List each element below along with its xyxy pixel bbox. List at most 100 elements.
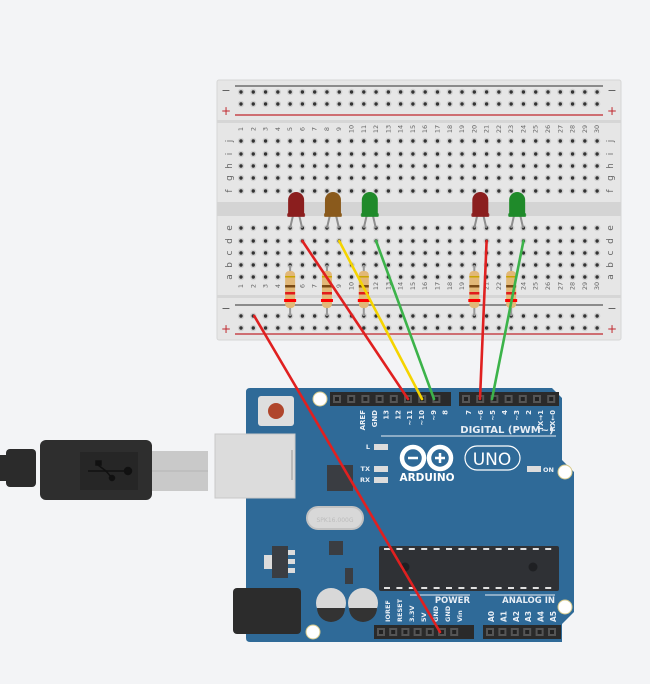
- rail-hole[interactable]: [360, 88, 367, 96]
- hole-g30[interactable]: [593, 174, 601, 182]
- rail-hole[interactable]: [385, 88, 392, 96]
- hole-g16[interactable]: [422, 174, 429, 182]
- hole-g29[interactable]: [581, 174, 589, 182]
- hole-d18[interactable]: [446, 237, 453, 245]
- header-pin-3[interactable]: [504, 395, 513, 403]
- rail-hole[interactable]: [532, 100, 539, 108]
- rail-hole[interactable]: [532, 88, 539, 96]
- hole-j8[interactable]: [323, 137, 331, 145]
- hole-d20[interactable]: [471, 237, 478, 245]
- hole-b16[interactable]: [422, 261, 429, 269]
- rail-hole[interactable]: [483, 324, 490, 332]
- hole-g20[interactable]: [471, 174, 478, 182]
- rail-hole[interactable]: [274, 88, 282, 96]
- hole-j1[interactable]: [237, 137, 245, 145]
- hole-b3[interactable]: [262, 261, 269, 269]
- rail-hole[interactable]: [471, 88, 478, 96]
- hole-d13[interactable]: [385, 237, 392, 245]
- hole-d28[interactable]: [569, 237, 576, 245]
- hole-i29[interactable]: [581, 150, 589, 158]
- rail-hole[interactable]: [520, 100, 527, 108]
- rail-hole[interactable]: [311, 324, 318, 332]
- hole-e2[interactable]: [250, 224, 257, 232]
- hole-a25[interactable]: [532, 273, 539, 281]
- header-pin-1[interactable]: [347, 395, 356, 403]
- rail-hole[interactable]: [434, 324, 441, 332]
- header-pin-3[interactable]: [413, 628, 422, 636]
- hole-j4[interactable]: [274, 137, 282, 145]
- hole-g8[interactable]: [323, 174, 331, 182]
- header-pin-3[interactable]: [523, 628, 532, 636]
- hole-h20[interactable]: [471, 162, 478, 170]
- rail-hole[interactable]: [237, 324, 245, 332]
- rail-hole[interactable]: [323, 88, 331, 96]
- hole-f23[interactable]: [507, 187, 515, 195]
- header-pin-4[interactable]: [389, 395, 398, 403]
- hole-j5[interactable]: [286, 137, 294, 145]
- rail-hole[interactable]: [262, 88, 269, 96]
- rail-hole[interactable]: [458, 312, 466, 320]
- hole-g12[interactable]: [372, 174, 380, 182]
- hole-i4[interactable]: [274, 150, 282, 158]
- rail-hole[interactable]: [458, 100, 466, 108]
- hole-f22[interactable]: [495, 187, 503, 195]
- hole-i30[interactable]: [593, 150, 601, 158]
- hole-e1[interactable]: [237, 224, 245, 232]
- rail-hole[interactable]: [348, 100, 355, 108]
- hole-j30[interactable]: [593, 137, 601, 145]
- rail-hole[interactable]: [274, 324, 282, 332]
- hole-c3[interactable]: [262, 249, 269, 257]
- rail-hole[interactable]: [385, 312, 392, 320]
- rail-hole[interactable]: [286, 88, 294, 96]
- rail-hole[interactable]: [471, 100, 478, 108]
- hole-a24[interactable]: [520, 273, 527, 281]
- hole-e22[interactable]: [495, 224, 503, 232]
- hole-b22[interactable]: [495, 261, 503, 269]
- hole-a30[interactable]: [593, 273, 601, 281]
- header-pin-0[interactable]: [486, 628, 494, 636]
- rail-hole[interactable]: [544, 100, 552, 108]
- rail-hole[interactable]: [557, 312, 564, 320]
- hole-h7[interactable]: [311, 162, 318, 170]
- wire-pin-11[interactable]: [301, 239, 410, 401]
- hole-j21[interactable]: [483, 137, 490, 145]
- hole-h4[interactable]: [274, 162, 282, 170]
- rail-hole[interactable]: [250, 100, 257, 108]
- rail-hole[interactable]: [274, 100, 282, 108]
- hole-f27[interactable]: [557, 187, 564, 195]
- hole-e26[interactable]: [544, 224, 552, 232]
- hole-h1[interactable]: [237, 162, 245, 170]
- rail-hole[interactable]: [532, 324, 539, 332]
- hole-i18[interactable]: [446, 150, 453, 158]
- hole-f19[interactable]: [458, 187, 466, 195]
- hole-b29[interactable]: [581, 261, 589, 269]
- hole-e3[interactable]: [262, 224, 269, 232]
- hole-g17[interactable]: [434, 174, 441, 182]
- hole-a27[interactable]: [557, 273, 564, 281]
- header-pin-4[interactable]: [425, 628, 434, 636]
- led-red-1[interactable]: [287, 192, 306, 229]
- hole-j29[interactable]: [581, 137, 589, 145]
- hole-f6[interactable]: [299, 187, 306, 195]
- hole-c14[interactable]: [397, 249, 404, 257]
- hole-f3[interactable]: [262, 187, 269, 195]
- hole-i14[interactable]: [397, 150, 404, 158]
- hole-c30[interactable]: [593, 249, 601, 257]
- rail-hole[interactable]: [532, 312, 539, 320]
- hole-a16[interactable]: [422, 273, 429, 281]
- hole-f17[interactable]: [434, 187, 441, 195]
- hole-i17[interactable]: [434, 150, 441, 158]
- hole-h27[interactable]: [557, 162, 564, 170]
- rail-hole[interactable]: [372, 88, 380, 96]
- rail-hole[interactable]: [520, 324, 527, 332]
- hole-i28[interactable]: [569, 150, 576, 158]
- rail-hole[interactable]: [250, 324, 257, 332]
- rail-hole[interactable]: [336, 324, 343, 332]
- hole-f5[interactable]: [286, 187, 294, 195]
- header-pin-5[interactable]: [548, 628, 556, 636]
- hole-f8[interactable]: [323, 187, 331, 195]
- rail-hole[interactable]: [483, 312, 490, 320]
- hole-h21[interactable]: [483, 162, 490, 170]
- hole-i19[interactable]: [458, 150, 466, 158]
- hole-f30[interactable]: [593, 187, 601, 195]
